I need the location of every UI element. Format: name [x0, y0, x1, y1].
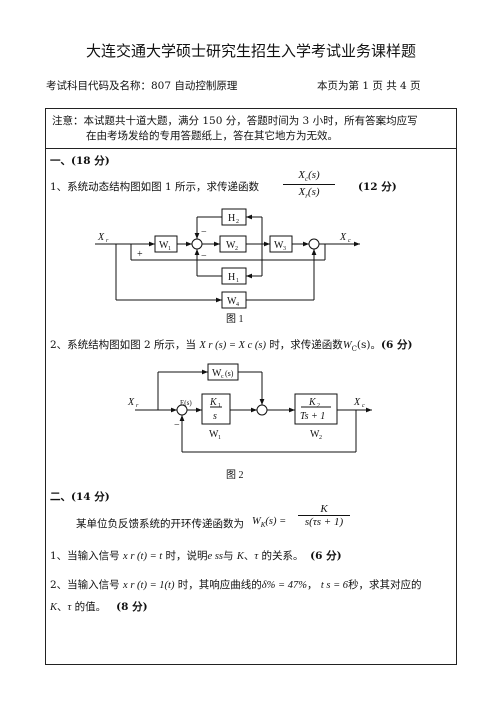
- open-loop-tf: WK(s) =: [252, 516, 287, 530]
- fig2-minus: −: [174, 420, 180, 431]
- page-info: 本页为第 1 页 共 4 页: [317, 80, 421, 92]
- svg-text:1: 1: [218, 403, 221, 409]
- svg-text:r: r: [106, 238, 109, 244]
- fig1-h1-label: H: [228, 272, 235, 283]
- svg-text:r: r: [136, 403, 139, 409]
- svg-text:c: c: [348, 238, 351, 244]
- fig1-w4-label: W: [227, 296, 237, 307]
- svg-text:1: 1: [218, 435, 221, 441]
- figure-2-diagram: [135, 363, 372, 453]
- fig1-xr: X: [97, 232, 105, 243]
- q1-text: 1、系统动态结构图如图 1 所示，求传递函数: [50, 181, 260, 193]
- section-1-heading: 一、(18 分): [50, 155, 110, 167]
- page-title: 大连交通大学硕士研究生招生入学考试业务课样题: [85, 42, 416, 60]
- fig2-k1-label: K: [209, 397, 218, 408]
- q1-score: (12 分): [358, 181, 397, 193]
- section-2-intro: 某单位负反馈系统的开环传递函数为: [76, 518, 244, 530]
- fig1-h2-label: H: [228, 213, 235, 224]
- svg-text:1: 1: [168, 246, 171, 252]
- svg-text:2: 2: [317, 403, 320, 409]
- q2-equation: X r (s) = X c (s): [199, 340, 266, 351]
- svg-text:4: 4: [236, 302, 239, 308]
- s2-q2-line: 2、当输入信号 x r (t) = 1(t) 时，其响应曲线的δ% = 47%，…: [50, 579, 422, 591]
- fig1-w2-label: W: [226, 240, 236, 251]
- q2-score: (6 分): [381, 339, 413, 351]
- fig2-xr: X: [127, 397, 135, 408]
- fig1-w1-label: W: [159, 240, 169, 251]
- svg-text:c: c: [362, 403, 365, 409]
- svg-text:1: 1: [236, 278, 239, 284]
- s2-q2-line-2: K、τ 的值。 (8 分): [50, 601, 148, 613]
- fig2-caption: 图 2: [226, 469, 244, 481]
- fig1-sum-2: [308, 238, 320, 250]
- notice-line-2: 在由考场发给的专用答题纸上，答在其它地方为无效。: [86, 130, 338, 142]
- q1-fraction: Xc(s) Xr(s): [283, 168, 335, 200]
- fig2-w1-label: W: [209, 429, 219, 440]
- fig2-error-label: E(s): [180, 399, 192, 407]
- svg-text:(s): (s): [225, 369, 234, 378]
- fig1-minus-top: −: [201, 227, 207, 238]
- notice-line-1: 注意：本试题共十道大题，满分 150 分，答题时间为 3 小时，所有答案均应写: [52, 115, 418, 127]
- svg-text:c: c: [221, 374, 224, 380]
- subject-label: 考试科目代码及名称：: [46, 80, 151, 92]
- svg-text:2: 2: [236, 219, 239, 225]
- svg-text:2: 2: [319, 435, 322, 441]
- exam-frame: [45, 108, 457, 665]
- notice-divider: [45, 148, 456, 149]
- fig1-caption: 图 1: [226, 313, 244, 325]
- svg-text:2: 2: [235, 246, 238, 252]
- fig2-block-k2: [294, 393, 338, 425]
- fig1-plus: +: [137, 249, 143, 260]
- section-2-heading: 二、(14 分): [50, 491, 110, 503]
- fig2-wc-label: W: [212, 368, 222, 379]
- fig1-w3-label: W: [274, 240, 284, 251]
- svg-text:3: 3: [283, 246, 286, 252]
- s2-q2-score: (8 分): [116, 601, 148, 613]
- open-loop-fraction: K s(τs + 1): [298, 503, 350, 528]
- subject-code: 807: [151, 80, 172, 92]
- fig2-k2-den: Ts + 1: [300, 411, 325, 422]
- fig2-block-k1: [201, 393, 231, 425]
- fig1-xc: X: [339, 232, 347, 243]
- fig2-w2-label: W: [310, 429, 320, 440]
- q2-line: 2、系统结构图如图 2 所示，当 X r (s) = X c (s) 时，求传递…: [50, 339, 413, 354]
- fig2-k2-label: K: [308, 397, 317, 408]
- s2-q1-line: 1、当输入信号 x r (t) = t 时，说明e ss与 K、τ 的关系。 (…: [50, 550, 342, 562]
- fig2-k1-den: s: [213, 411, 217, 422]
- fig1-minus-bottom: −: [201, 251, 207, 262]
- fig1-sum-1: [191, 238, 203, 250]
- s2-q1-score: (6 分): [310, 550, 342, 562]
- subject-info: 考试科目代码及名称：807 自动控制原理: [46, 78, 237, 93]
- fig2-xc: X: [353, 397, 361, 408]
- fig2-sum-2: [256, 404, 268, 416]
- subject-name: 自动控制原理: [174, 80, 238, 92]
